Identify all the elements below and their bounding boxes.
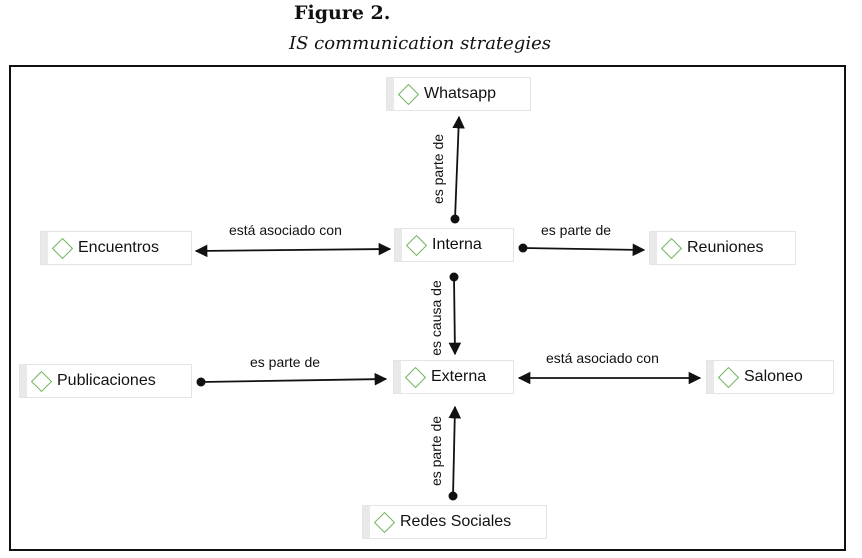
edge-interna-reuniones bbox=[522, 243, 646, 257]
edge-interna-whatsapp bbox=[452, 115, 465, 220]
node-whatsapp-label: Whatsapp bbox=[424, 85, 497, 102]
node-interna[interactable]: Interna bbox=[394, 228, 514, 262]
node-reuniones[interactable]: Reuniones bbox=[649, 231, 796, 265]
diamond-icon bbox=[373, 511, 396, 533]
edge-publicaciones-externa-dot bbox=[196, 377, 206, 387]
edge-publicaciones-externa bbox=[200, 372, 388, 386]
node-whatsapp[interactable]: Whatsapp bbox=[386, 77, 531, 111]
node-encuentros-label: Encuentros bbox=[78, 239, 159, 256]
edge-redes-externa bbox=[448, 405, 462, 497]
node-saloneo[interactable]: Saloneo bbox=[706, 360, 834, 394]
diagram-frame bbox=[9, 65, 846, 551]
diamond-icon bbox=[30, 370, 53, 392]
edge-interna-externa-dot bbox=[449, 272, 459, 282]
edge-label-redes-externa: es parte de bbox=[428, 415, 444, 487]
node-interna-label: Interna bbox=[432, 236, 482, 253]
node-publicaciones-label: Publicaciones bbox=[57, 372, 156, 389]
edge-interna-reuniones-dot bbox=[518, 243, 528, 253]
node-redes-sociales[interactable]: Redes Sociales bbox=[362, 505, 547, 539]
node-externa[interactable]: Externa bbox=[393, 360, 514, 394]
node-publicaciones[interactable]: Publicaciones bbox=[19, 364, 192, 398]
edge-label-interna-reuniones: es parte de bbox=[541, 222, 612, 238]
edge-label-encuentros-interna: está asociado con bbox=[229, 222, 342, 238]
edge-label-interna-externa: es causa de bbox=[428, 280, 444, 356]
edge-encuentros-interna bbox=[194, 242, 392, 258]
node-externa-label: Externa bbox=[431, 368, 487, 385]
node-encuentros[interactable]: Encuentros bbox=[40, 231, 192, 265]
edge-label-interna-whatsapp: es parte de bbox=[430, 133, 446, 205]
edge-label-publicaciones-externa: es parte de bbox=[250, 354, 321, 370]
figure-label: Figure 2. bbox=[294, 2, 391, 24]
edge-interna-whatsapp-dot bbox=[450, 214, 460, 224]
edge-label-externa-saloneo: está asociado con bbox=[546, 350, 659, 366]
edge-redes-externa-dot bbox=[448, 491, 458, 501]
node-redes-sociales-label: Redes Sociales bbox=[400, 513, 512, 530]
node-reuniones-label: Reuniones bbox=[687, 239, 764, 256]
diamond-icon bbox=[660, 237, 683, 259]
figure-title: IS communication strategies bbox=[289, 33, 551, 54]
diamond-icon bbox=[397, 83, 420, 105]
diamond-icon bbox=[404, 366, 427, 388]
edge-interna-externa bbox=[448, 276, 462, 356]
diamond-icon bbox=[717, 366, 740, 388]
node-saloneo-label: Saloneo bbox=[744, 368, 803, 385]
diamond-icon bbox=[51, 237, 74, 259]
diamond-icon bbox=[405, 234, 428, 256]
